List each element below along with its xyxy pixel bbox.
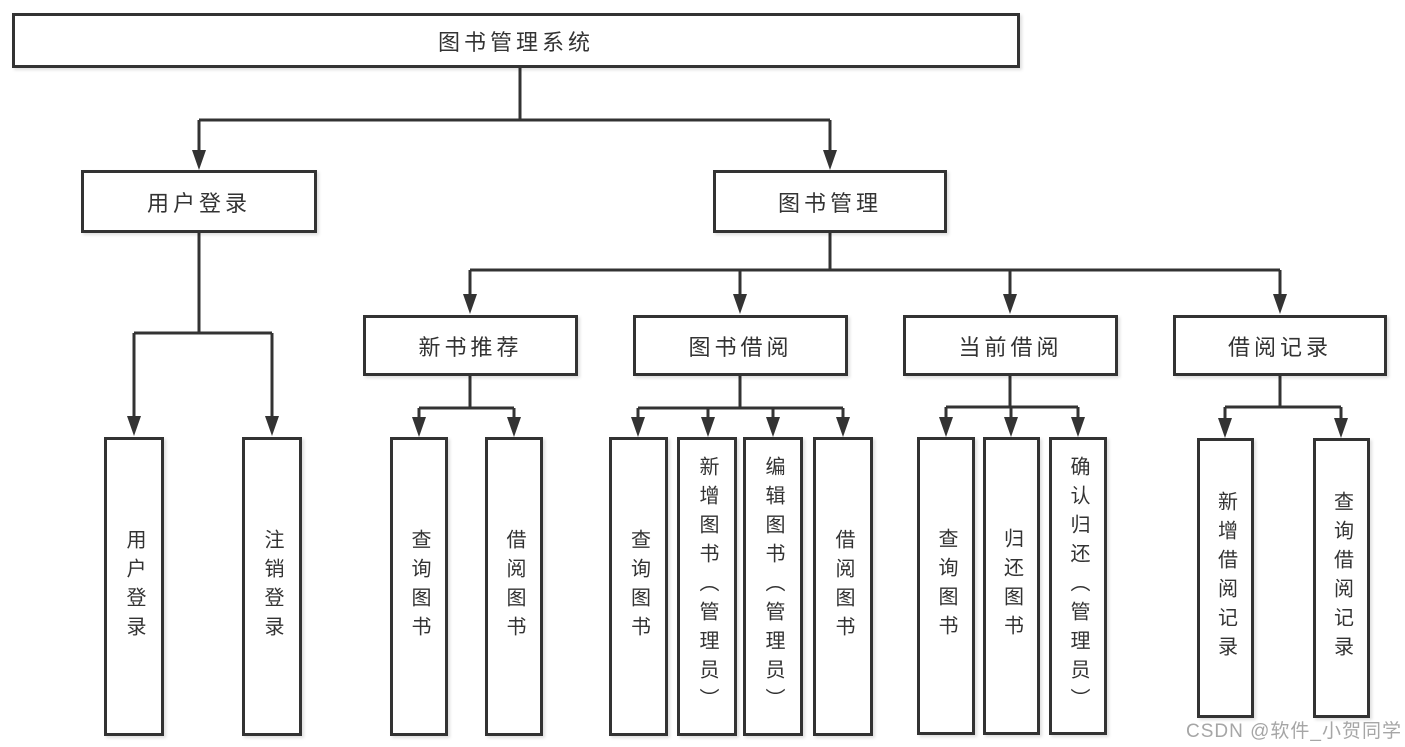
watermark: CSDN @软件_小贺同学	[1186, 721, 1402, 742]
leaf-records-add: 新增借阅记录	[1197, 438, 1254, 718]
leaf-logout: 注销登录	[242, 437, 302, 736]
connector-borrowing-to-leaves	[636, 376, 845, 420]
leaf-current-query-label: 查询图书	[935, 528, 957, 644]
arrow-down-icon	[823, 150, 837, 170]
arrow-down-icon	[1334, 418, 1348, 438]
connector-records-to-leaves	[1223, 376, 1343, 421]
node-user-login-label: 用户登录	[146, 190, 251, 216]
leaf-records-add-label: 新增借阅记录	[1214, 491, 1237, 665]
arrow-down-icon	[1273, 294, 1287, 314]
node-root-label: 图书管理系统	[437, 29, 594, 55]
node-book-mgmt: 图书管理	[713, 170, 947, 233]
arrow-down-icon	[412, 417, 426, 437]
arrow-down-icon	[836, 417, 850, 437]
arrow-down-icon	[265, 416, 279, 436]
leaf-current-return-label: 归还图书	[1000, 528, 1023, 644]
arrow-down-icon	[1218, 418, 1232, 438]
node-borrowing: 图书借阅	[633, 315, 848, 376]
leaf-borrowing-add: 新增图书（管理员）	[677, 437, 737, 736]
leaf-current-confirm-label: 确认归还（管理员）	[1067, 455, 1089, 717]
leaf-borrowing-borrow-label: 借阅图书	[832, 528, 854, 645]
connector-userlogin-to-leaves	[132, 233, 274, 418]
arrow-down-icon	[507, 417, 521, 437]
connector-bookmgmt-to-level3	[468, 233, 1282, 296]
leaf-current-query: 查询图书	[917, 437, 975, 735]
node-records: 借阅记录	[1173, 315, 1387, 376]
arrow-down-icon	[1003, 294, 1017, 314]
arrow-down-icon	[701, 417, 715, 437]
leaf-records-query: 查询借阅记录	[1313, 438, 1370, 718]
leaf-borrowing-edit: 编辑图书（管理员）	[743, 437, 803, 736]
node-current-label: 当前借阅	[958, 334, 1063, 360]
arrow-down-icon	[463, 294, 477, 314]
node-records-label: 借阅记录	[1227, 334, 1332, 360]
connector-root-to-level2	[197, 68, 832, 152]
arrow-down-icon	[939, 417, 953, 437]
leaf-current-confirm: 确认归还（管理员）	[1049, 437, 1107, 735]
arrow-down-icon	[766, 417, 780, 437]
node-root: 图书管理系统	[12, 13, 1020, 68]
node-new-books: 新书推荐	[363, 315, 578, 376]
leaf-borrowing-borrow: 借阅图书	[813, 437, 873, 736]
leaf-newbooks-query: 查询图书	[390, 437, 448, 736]
arrow-down-icon	[1071, 417, 1085, 437]
leaf-borrowing-query: 查询图书	[609, 437, 668, 736]
leaf-current-return: 归还图书	[983, 437, 1040, 735]
arrow-down-icon	[631, 417, 645, 437]
leaf-borrowing-edit-label: 编辑图书（管理员）	[762, 456, 784, 717]
leaf-newbooks-query-label: 查询图书	[408, 528, 430, 645]
leaf-user-login: 用户登录	[104, 437, 164, 736]
leaf-newbooks-borrow-label: 借阅图书	[503, 528, 525, 645]
leaf-logout-label: 注销登录	[261, 528, 283, 645]
connector-current-to-leaves	[944, 376, 1080, 420]
leaf-records-query-label: 查询借阅记录	[1330, 491, 1353, 665]
arrow-down-icon	[127, 416, 141, 436]
leaf-borrowing-add-label: 新增图书（管理员）	[696, 456, 718, 717]
arrow-down-icon	[733, 294, 747, 314]
node-user-login: 用户登录	[81, 170, 317, 233]
node-book-mgmt-label: 图书管理	[777, 190, 882, 216]
arrow-down-icon	[1004, 417, 1018, 437]
node-new-books-label: 新书推荐	[418, 334, 523, 360]
node-borrowing-label: 图书借阅	[688, 334, 793, 360]
leaf-borrowing-query-label: 查询图书	[627, 528, 650, 645]
connector-newbooks-to-leaves	[417, 376, 516, 420]
arrow-down-icon	[192, 150, 206, 170]
node-current: 当前借阅	[903, 315, 1118, 376]
leaf-user-login-label: 用户登录	[123, 528, 145, 645]
leaf-newbooks-borrow: 借阅图书	[485, 437, 543, 736]
